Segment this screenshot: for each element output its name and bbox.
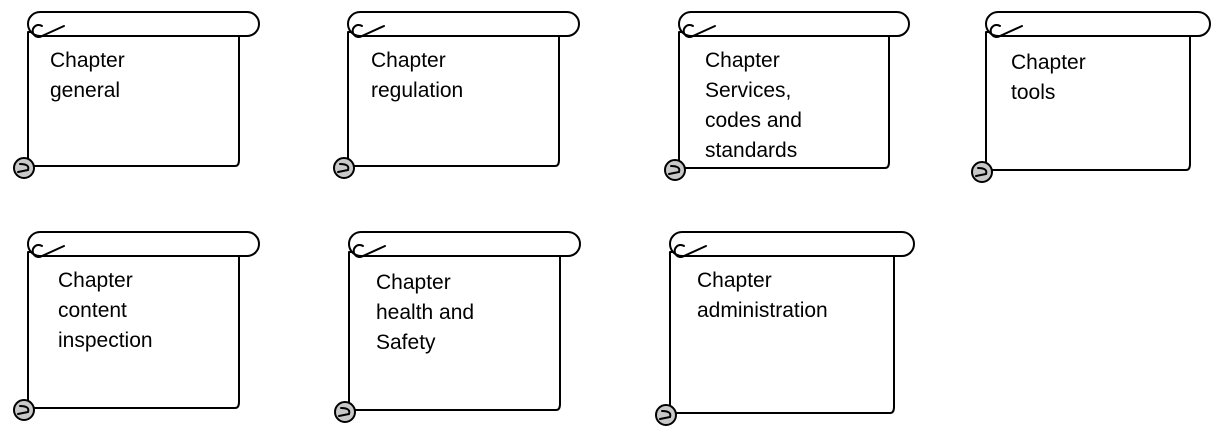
scroll-top-roll (27, 231, 260, 257)
scroll-bottom-curl (13, 399, 35, 421)
scroll-shape-regulation (333, 11, 580, 179)
scroll-label-line: Chapter (371, 49, 446, 72)
scroll-bottom-curl (334, 401, 356, 423)
scroll-shape-general (13, 11, 260, 179)
scroll-bottom-curl-line (659, 410, 672, 420)
scroll-body (678, 31, 890, 169)
scroll-body (347, 31, 560, 167)
scroll-shape-content-inspection (13, 231, 260, 421)
scroll-top-curl (31, 244, 65, 258)
scroll-bottom-curl-line (337, 163, 350, 173)
scroll-label-regulation: Chapter regulation (371, 46, 463, 106)
scroll-top-curl (673, 244, 707, 258)
scroll-shape-administration (655, 231, 915, 426)
scroll-label-line: general (50, 79, 121, 102)
scroll-bottom-curl (971, 161, 993, 183)
scroll-label-line: Chapter (376, 271, 451, 294)
scroll-top-curl (352, 244, 386, 258)
scroll-top-curl (31, 24, 65, 38)
scroll-body (27, 251, 240, 409)
scroll-label-administration: Chapter administration (697, 266, 828, 326)
scroll-label-line: Safety (376, 331, 436, 354)
scroll-label-line: Chapter (705, 49, 780, 72)
scroll-label-line: health and (376, 301, 475, 324)
scroll-shape-health-safety (334, 231, 581, 423)
scroll-label-line: administration (697, 299, 828, 322)
scroll-bottom-curl (664, 159, 686, 181)
scroll-bottom-curl (333, 157, 355, 179)
scroll-body (669, 251, 895, 414)
scroll-top-curl (989, 24, 1023, 38)
scroll-label-line: Chapter (58, 269, 133, 292)
scroll-label-line: content (58, 299, 127, 322)
scroll-label-line: Chapter (697, 269, 772, 292)
scroll-label-line: codes and (705, 109, 802, 132)
scroll-label-tools: Chapter tools (1011, 48, 1086, 108)
scroll-bottom-curl-line (668, 165, 681, 175)
scroll-body (348, 251, 561, 411)
scroll-top-roll (985, 11, 1211, 37)
scroll-label-line: tools (1011, 81, 1056, 104)
scroll-bottom-curl-line (17, 163, 30, 173)
scroll-bottom-curl-line (338, 407, 351, 417)
scroll-top-roll (669, 231, 915, 257)
scroll-label-line: regulation (371, 79, 464, 102)
scroll-shape-tools (971, 11, 1211, 183)
scroll-label-line: Chapter (1011, 51, 1086, 74)
scroll-bottom-curl (13, 157, 35, 179)
scroll-label-line: Chapter (50, 49, 125, 72)
scroll-top-roll (348, 231, 581, 257)
scroll-label-general: Chapter general (50, 46, 125, 106)
scroll-bottom-curl (655, 404, 677, 426)
scroll-top-curl (682, 24, 716, 38)
scroll-bottom-curl-line (17, 405, 30, 415)
scroll-label-line: Services, (705, 79, 792, 102)
scroll-top-roll (678, 11, 910, 37)
scroll-body (985, 31, 1191, 171)
scroll-bottom-curl-line (975, 167, 988, 177)
scroll-label-content-inspection: Chapter content inspection (58, 266, 153, 356)
scroll-top-roll (347, 11, 580, 37)
scroll-top-curl (351, 24, 385, 38)
scroll-top-roll (27, 11, 260, 37)
scroll-body (27, 31, 240, 167)
scroll-label-line: inspection (58, 329, 153, 352)
scroll-label-line: standards (705, 139, 798, 162)
scroll-shape-services (664, 11, 910, 181)
